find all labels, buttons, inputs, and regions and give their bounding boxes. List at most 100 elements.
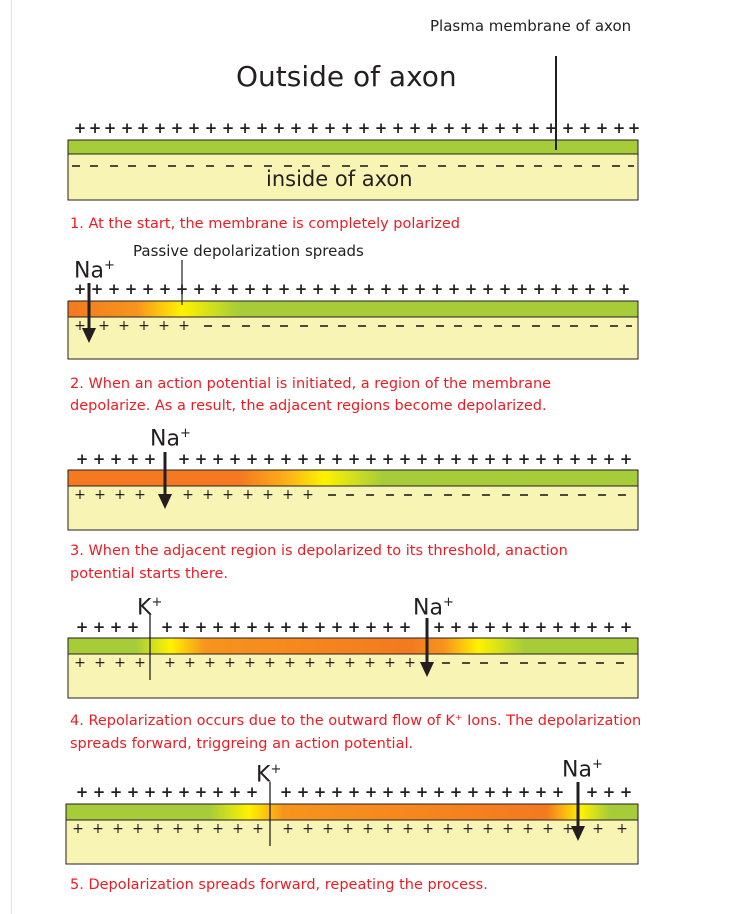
svg-text:+: + xyxy=(562,821,574,837)
inside-charges: +++++++++++++++++ xyxy=(74,655,416,671)
svg-text:+: + xyxy=(195,618,208,636)
svg-text:+: + xyxy=(93,783,106,801)
svg-text:+: + xyxy=(399,618,412,636)
svg-text:+: + xyxy=(304,655,316,671)
svg-text:+: + xyxy=(365,450,378,468)
svg-text:+: + xyxy=(482,821,494,837)
outside-charges: ++++++++++++++++++++++++++++++++ xyxy=(76,450,633,468)
svg-text:+: + xyxy=(91,280,104,298)
svg-text:+: + xyxy=(477,119,490,137)
svg-text:+: + xyxy=(210,280,223,298)
svg-text:+: + xyxy=(414,280,427,298)
svg-text:+: + xyxy=(188,119,201,137)
svg-text:+: + xyxy=(431,280,444,298)
svg-text:+: + xyxy=(329,280,342,298)
svg-text:+: + xyxy=(114,487,126,503)
svg-text:+: + xyxy=(246,450,259,468)
passive-depolarization-label: Passive depolarization spreads xyxy=(133,242,364,260)
svg-text:+: + xyxy=(348,450,361,468)
svg-text:+: + xyxy=(364,655,376,671)
svg-text:+: + xyxy=(212,783,225,801)
svg-text:+: + xyxy=(409,119,422,137)
svg-text:+: + xyxy=(134,655,146,671)
svg-text:+: + xyxy=(263,618,276,636)
svg-text:+: + xyxy=(280,450,293,468)
inside-charges: +++++++++++++++++++++++++++ xyxy=(72,821,628,837)
na-arrow xyxy=(420,618,434,677)
svg-text:+: + xyxy=(467,783,480,801)
svg-text:+: + xyxy=(138,318,150,334)
svg-text:+: + xyxy=(584,280,597,298)
svg-text:+: + xyxy=(195,783,208,801)
svg-text:+: + xyxy=(132,821,144,837)
svg-text:+: + xyxy=(222,487,234,503)
na-arrow xyxy=(158,452,172,509)
svg-text:+: + xyxy=(618,280,631,298)
svg-text:+: + xyxy=(511,119,524,137)
svg-text:+: + xyxy=(620,450,633,468)
svg-text:+: + xyxy=(331,450,344,468)
svg-text:+: + xyxy=(114,655,126,671)
svg-text:+: + xyxy=(502,821,514,837)
outside-charges: +++++++++++++++++++++++++++++++ xyxy=(76,618,633,636)
svg-text:+: + xyxy=(229,783,242,801)
svg-text:+: + xyxy=(195,450,208,468)
svg-text:+: + xyxy=(212,618,225,636)
panel-2: +++++++++++++++++++++++++++++++++ ++++++ xyxy=(67,260,639,360)
svg-text:+: + xyxy=(342,821,354,837)
svg-text:+: + xyxy=(212,821,224,837)
svg-text:+: + xyxy=(592,821,604,837)
svg-text:+: + xyxy=(229,618,242,636)
svg-text:+: + xyxy=(205,119,218,137)
svg-text:+: + xyxy=(462,821,474,837)
svg-text:+: + xyxy=(244,280,257,298)
svg-text:+: + xyxy=(613,119,626,137)
svg-text:+: + xyxy=(161,783,174,801)
svg-text:+: + xyxy=(443,119,456,137)
svg-text:+: + xyxy=(501,783,514,801)
svg-text:+: + xyxy=(620,783,633,801)
svg-text:+: + xyxy=(125,280,138,298)
svg-text:+: + xyxy=(282,487,294,503)
svg-text:+: + xyxy=(127,618,140,636)
svg-text:+: + xyxy=(596,119,609,137)
svg-text:+: + xyxy=(484,450,497,468)
svg-text:+: + xyxy=(586,450,599,468)
svg-text:+: + xyxy=(164,655,176,671)
svg-text:+: + xyxy=(522,821,534,837)
svg-text:+: + xyxy=(348,618,361,636)
svg-text:+: + xyxy=(178,783,191,801)
svg-text:+: + xyxy=(110,618,123,636)
inside-axon-label: inside of axon xyxy=(266,167,413,191)
svg-text:+: + xyxy=(620,618,633,636)
panel-5: +++++++++++++++++++++++++++++++ ++++++++… xyxy=(65,782,639,865)
svg-text:+: + xyxy=(586,618,599,636)
plasma-membrane-label: Plasma membrane of axon xyxy=(430,17,632,35)
svg-text:+: + xyxy=(94,487,106,503)
svg-text:+: + xyxy=(193,280,206,298)
svg-text:+: + xyxy=(392,119,405,137)
svg-text:+: + xyxy=(569,450,582,468)
svg-text:+: + xyxy=(628,119,641,137)
svg-text:+: + xyxy=(98,318,110,334)
svg-text:+: + xyxy=(499,280,512,298)
svg-text:+: + xyxy=(172,821,184,837)
svg-text:+: + xyxy=(178,450,191,468)
svg-text:+: + xyxy=(528,119,541,137)
svg-text:+: + xyxy=(282,821,294,837)
svg-text:+: + xyxy=(93,618,106,636)
svg-text:+: + xyxy=(433,450,446,468)
svg-text:+: + xyxy=(152,821,164,837)
svg-text:+: + xyxy=(433,783,446,801)
svg-text:+: + xyxy=(74,280,87,298)
svg-text:+: + xyxy=(616,821,628,837)
svg-text:+: + xyxy=(262,487,274,503)
svg-text:+: + xyxy=(484,618,497,636)
svg-text:+: + xyxy=(263,450,276,468)
svg-text:+: + xyxy=(450,450,463,468)
svg-text:+: + xyxy=(178,618,191,636)
svg-text:+: + xyxy=(341,119,354,137)
svg-text:+: + xyxy=(399,783,412,801)
svg-text:+: + xyxy=(264,655,276,671)
svg-text:+: + xyxy=(399,450,412,468)
